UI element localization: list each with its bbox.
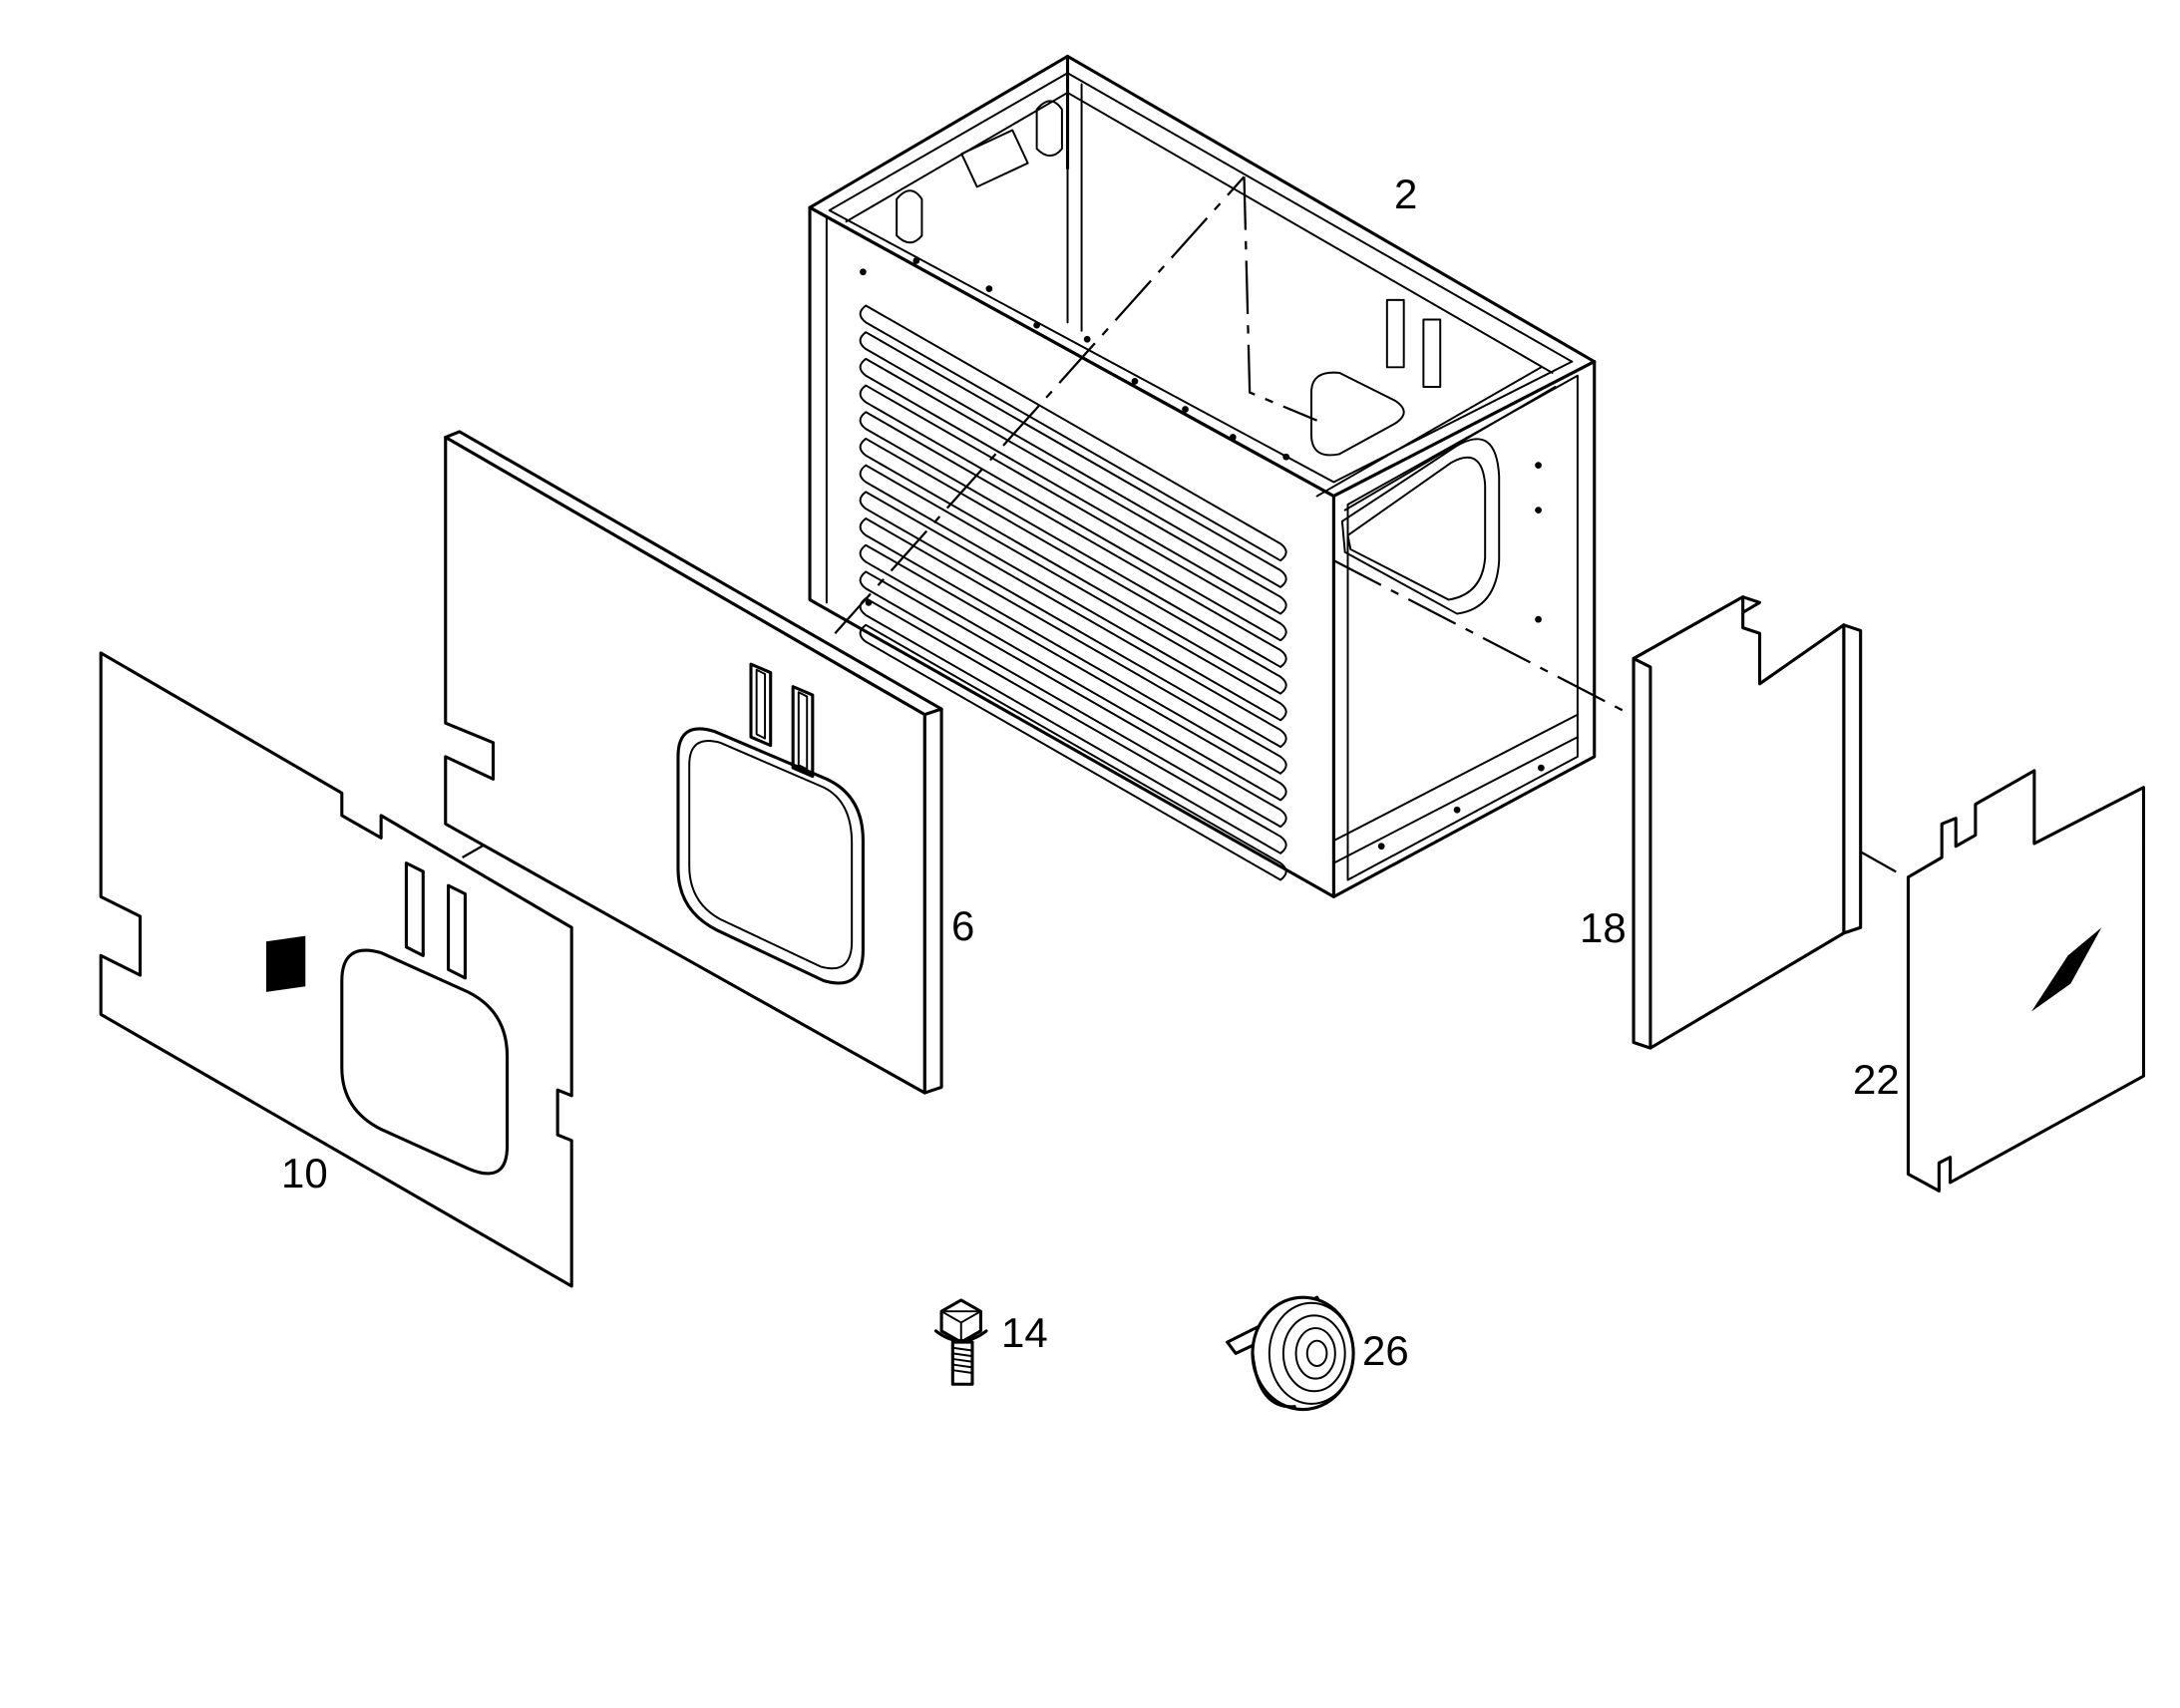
louver-slot [859, 331, 1287, 588]
part-26-tape-roll [1226, 1295, 1355, 1412]
thread-line [951, 1352, 973, 1358]
part-label-10: 10 [281, 1150, 328, 1196]
louver-slot [859, 357, 1287, 615]
part-10-sheet [99, 651, 573, 1288]
louver-slot [859, 570, 1287, 829]
assembly-line-18-2 [1332, 559, 1632, 716]
part-label-26: 26 [1362, 1327, 1409, 1374]
mounting-hole [865, 598, 873, 606]
mounting-hole [985, 285, 993, 293]
louver-slot [859, 623, 1287, 881]
mounting-hole [1033, 321, 1040, 329]
part-label-18: 18 [1580, 904, 1627, 951]
mounting-hole [1453, 806, 1461, 814]
mounting-hole [1182, 406, 1189, 413]
mounting-hole [1229, 434, 1237, 441]
part-6-insulation-panel [444, 430, 943, 1095]
part-2-frame [808, 54, 1597, 898]
part-label-2: 2 [1394, 171, 1418, 217]
louver-slot [859, 437, 1287, 695]
part-18-panel [1632, 595, 1863, 1050]
part-label-6: 6 [951, 902, 975, 949]
mounting-holes [860, 257, 1545, 851]
mounting-hole [1535, 615, 1542, 623]
louver-slot [859, 491, 1287, 749]
louver-slot [859, 411, 1287, 668]
part-22-sheet [1906, 769, 2146, 1193]
thread-line [951, 1363, 973, 1369]
louver-slot [859, 464, 1287, 722]
louver-slot [859, 384, 1287, 642]
part-label-22: 22 [1853, 1056, 1900, 1103]
mounting-hole [1535, 462, 1542, 470]
mounting-hole [912, 257, 920, 264]
part-label-14: 14 [1001, 1309, 1048, 1356]
mounting-hole [1538, 764, 1545, 772]
mounting-hole [860, 268, 867, 276]
mounting-hole [1282, 453, 1290, 461]
thread-line [951, 1357, 973, 1363]
louver-slot [859, 304, 1287, 562]
louver-slot [859, 543, 1287, 802]
part-14-bolt [933, 1298, 988, 1386]
mounting-hole [1131, 377, 1139, 385]
mounting-hole [1377, 843, 1385, 851]
bolt-threads [951, 1346, 973, 1374]
thread-line [951, 1346, 973, 1352]
louver-slots [859, 304, 1287, 881]
assembly-line-6-2 [834, 175, 1246, 634]
thread-line [951, 1369, 973, 1374]
mounting-hole [1535, 507, 1542, 513]
louver-slot [859, 517, 1287, 775]
mounting-hole [1083, 335, 1091, 343]
